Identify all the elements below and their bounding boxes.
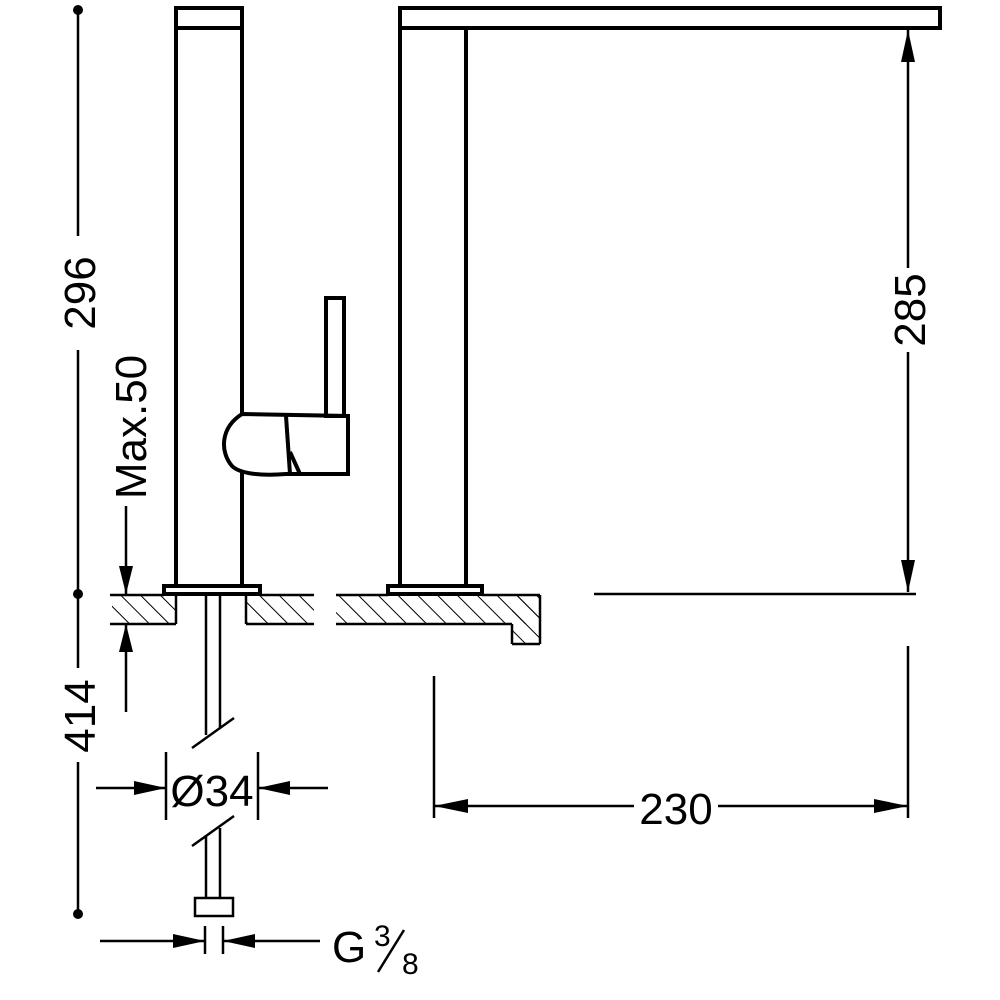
hose-break-mark-upper xyxy=(191,716,235,750)
dimension-label-g-numerator: 3 xyxy=(374,920,391,953)
dimension-connection-thread: G 3 8 xyxy=(100,920,419,981)
dimension-hose-diameter: Ø34 xyxy=(96,752,328,820)
hose-break-mark-lower xyxy=(191,814,235,848)
dim-arrow-285-down xyxy=(901,560,915,592)
countertop-hatch-b xyxy=(246,596,314,624)
dim-arrow-230-right xyxy=(874,799,908,813)
dimension-label-414: 414 xyxy=(56,679,105,752)
dimension-label-g: G xyxy=(332,923,366,972)
dimension-label-max50: Max.50 xyxy=(107,355,156,499)
dimension-label-296: 296 xyxy=(56,256,105,329)
fraction-slash xyxy=(376,929,406,973)
dim-arrow-285-up xyxy=(901,30,915,62)
dim-arrow-max50-down xyxy=(119,566,133,594)
lever-stem xyxy=(324,296,346,418)
dim-arrow-max50-up xyxy=(119,624,133,652)
dimension-spout-height: 285 xyxy=(886,30,935,592)
spout-top-arm xyxy=(398,6,942,30)
countertop xyxy=(110,592,916,646)
lever-split-line xyxy=(284,415,292,475)
spout-right-view xyxy=(386,6,942,596)
hose-connector-nut xyxy=(193,896,235,918)
dimension-label-d34: Ø34 xyxy=(170,767,253,816)
dim-arrow-d34-right xyxy=(258,781,290,795)
dim-dot-bottom xyxy=(73,909,83,919)
lever-knob xyxy=(221,411,350,477)
dimension-total-height: 296 xyxy=(56,5,105,599)
faucet-top-cap xyxy=(174,6,244,30)
countertop-hatch-a xyxy=(112,596,176,624)
dimension-below-deck: 414 xyxy=(56,594,105,919)
dim-arrow-230-left xyxy=(434,799,468,813)
dimension-label-285: 285 xyxy=(886,273,935,346)
dim-arrow-g-left xyxy=(173,934,205,948)
spout-base-plate xyxy=(386,584,484,596)
faucet-base-plate xyxy=(162,584,262,596)
dimension-spout-reach: 230 xyxy=(432,646,910,834)
dimension-max-deck: Max.50 xyxy=(107,355,156,712)
dim-arrow-d34-left xyxy=(134,781,166,795)
dimension-label-230: 230 xyxy=(639,785,712,834)
lever-split-line-diag xyxy=(288,451,302,475)
countertop-hatch-c xyxy=(336,596,540,624)
lever-handle xyxy=(221,296,350,477)
countertop-hatch-d xyxy=(512,596,540,644)
dimension-label-g-denominator: 8 xyxy=(402,948,419,981)
faucet-body-left-view xyxy=(162,6,262,596)
dim-arrow-g-right xyxy=(223,934,255,948)
